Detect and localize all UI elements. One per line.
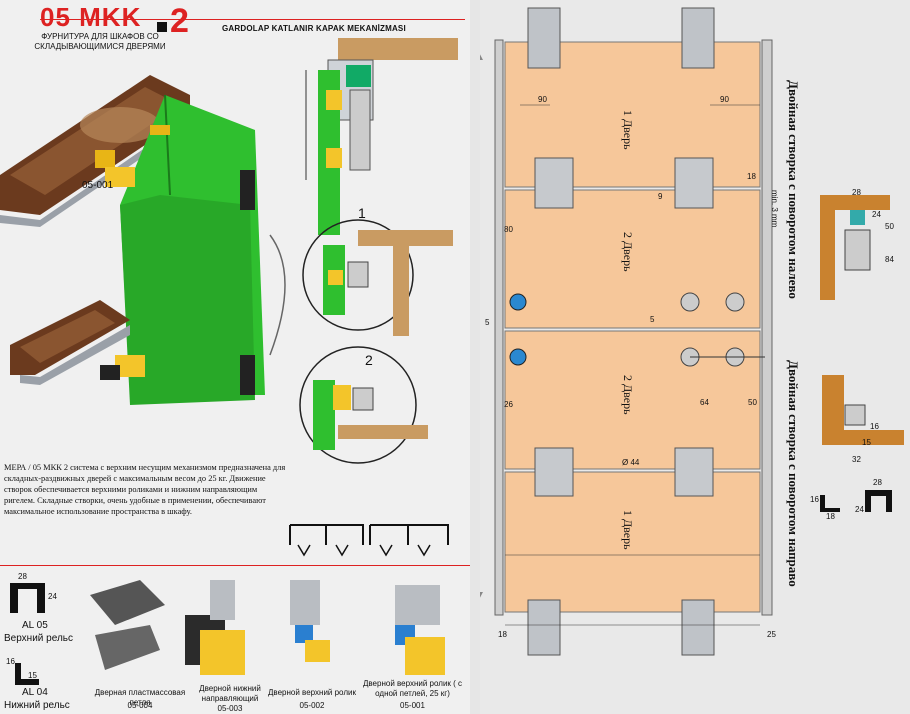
dim-50: 50 bbox=[748, 398, 757, 407]
caption-right-turn: Двойная створка с поворотом направо bbox=[786, 360, 801, 587]
side-profile-a: 16 bbox=[810, 495, 819, 504]
dim-5-left: 5 bbox=[485, 318, 490, 327]
brand-title: 05 MKK bbox=[40, 2, 142, 32]
side-top-b: 50 bbox=[885, 222, 894, 231]
part-2-name: Дверной нижний направляющий bbox=[199, 684, 261, 703]
side-bottom-b: 15 bbox=[862, 438, 871, 447]
side-top-width: 28 bbox=[852, 188, 861, 197]
dim-90-left: 90 bbox=[538, 95, 547, 104]
part-2-code: 05-003 bbox=[217, 704, 243, 713]
part-1-name: Дверная пластмассовая петля bbox=[94, 688, 186, 707]
al04-width: 15 bbox=[28, 671, 37, 680]
part-1-code: 05-004 bbox=[127, 701, 153, 710]
right-panel: 1 Дверь 2 Дверь 2 Дверь 1 Дверь 90 90 18… bbox=[480, 0, 910, 714]
door-label-3: 2 Дверь bbox=[621, 375, 635, 415]
caption-left-turn: Двойная створка с поворотом налево bbox=[786, 80, 801, 299]
side-top-a: 24 bbox=[872, 210, 881, 219]
side-profile-b: 18 bbox=[826, 512, 835, 521]
door-label-1: 1 Дверь bbox=[621, 110, 635, 150]
door-label-2: 2 Дверь bbox=[621, 232, 635, 272]
part-3-name: Дверной верхний ролик bbox=[268, 688, 356, 697]
side-bottom-a: 16 bbox=[870, 422, 879, 431]
side-detail-drawings bbox=[820, 195, 904, 512]
dim-9: 9 bbox=[658, 192, 663, 201]
folding-door-illustration bbox=[0, 75, 286, 405]
dim-18-bottom: 18 bbox=[498, 630, 507, 639]
side-top-c: 84 bbox=[885, 255, 894, 264]
dim-80: 80 bbox=[504, 225, 513, 234]
technical-drawings bbox=[299, 38, 458, 464]
left-panel: 05 MKK 2 ФУРНИТУРА ДЛЯ ШКАФОВ СО СКЛАДЫВ… bbox=[0, 0, 470, 714]
brand-number: 2 bbox=[170, 2, 189, 40]
part-code-label: 05-001 bbox=[82, 180, 114, 191]
part-4-name: Дверной верхний ролик ( с одной петлей, … bbox=[362, 679, 463, 698]
dim-5-right: 5 bbox=[650, 315, 655, 324]
al05-height: 24 bbox=[48, 592, 57, 601]
brand-dot bbox=[157, 22, 167, 32]
side-profile-d: 24 bbox=[855, 505, 864, 514]
side-profile-c: 28 bbox=[873, 478, 882, 487]
subtitle-ru: ФУРНИТУРА ДЛЯ ШКАФОВ СО СКЛАДЫВАЮЩИМИСЯ … bbox=[34, 32, 166, 51]
dim-25: 25 bbox=[767, 630, 776, 639]
dim-90-right: 90 bbox=[720, 95, 729, 104]
al05-width: 28 bbox=[18, 572, 27, 581]
dim-diameter-44: Ø 44 bbox=[622, 458, 640, 467]
door-plan-drawing bbox=[480, 7, 773, 656]
description-text: МЕРА / 05 МКК 2 система с верхним несущи… bbox=[4, 463, 286, 516]
al04-height: 16 bbox=[6, 657, 15, 666]
dim-26: 26 bbox=[504, 400, 513, 409]
al04-name: Нижний рельс bbox=[4, 700, 70, 711]
parts-images bbox=[90, 580, 445, 675]
side-bottom-c: 32 bbox=[852, 455, 861, 464]
door-label-4: 1 Дверь bbox=[621, 510, 635, 550]
header-rule bbox=[40, 19, 465, 20]
detail-1-marker: 1 bbox=[358, 205, 366, 221]
track-diagram bbox=[289, 524, 449, 557]
dim-64: 64 bbox=[700, 398, 709, 407]
dim-18-top: 18 bbox=[747, 172, 756, 181]
part-4-code: 05-001 bbox=[400, 701, 425, 710]
section-rule bbox=[0, 565, 470, 566]
dim-min-3mm: min. 3 mm bbox=[770, 190, 779, 228]
detail-2-marker: 2 bbox=[365, 352, 373, 368]
al05-code: AL 05 bbox=[22, 620, 48, 631]
al05-name: Верхний рельс bbox=[4, 633, 73, 644]
al04-code: AL 04 bbox=[22, 687, 48, 698]
subtitle-tr: GARDOLAP KATLANIR KAPAK MEKANİZMASI bbox=[222, 24, 406, 33]
rail-profiles bbox=[10, 583, 45, 685]
part-3-code: 05-002 bbox=[299, 701, 325, 710]
